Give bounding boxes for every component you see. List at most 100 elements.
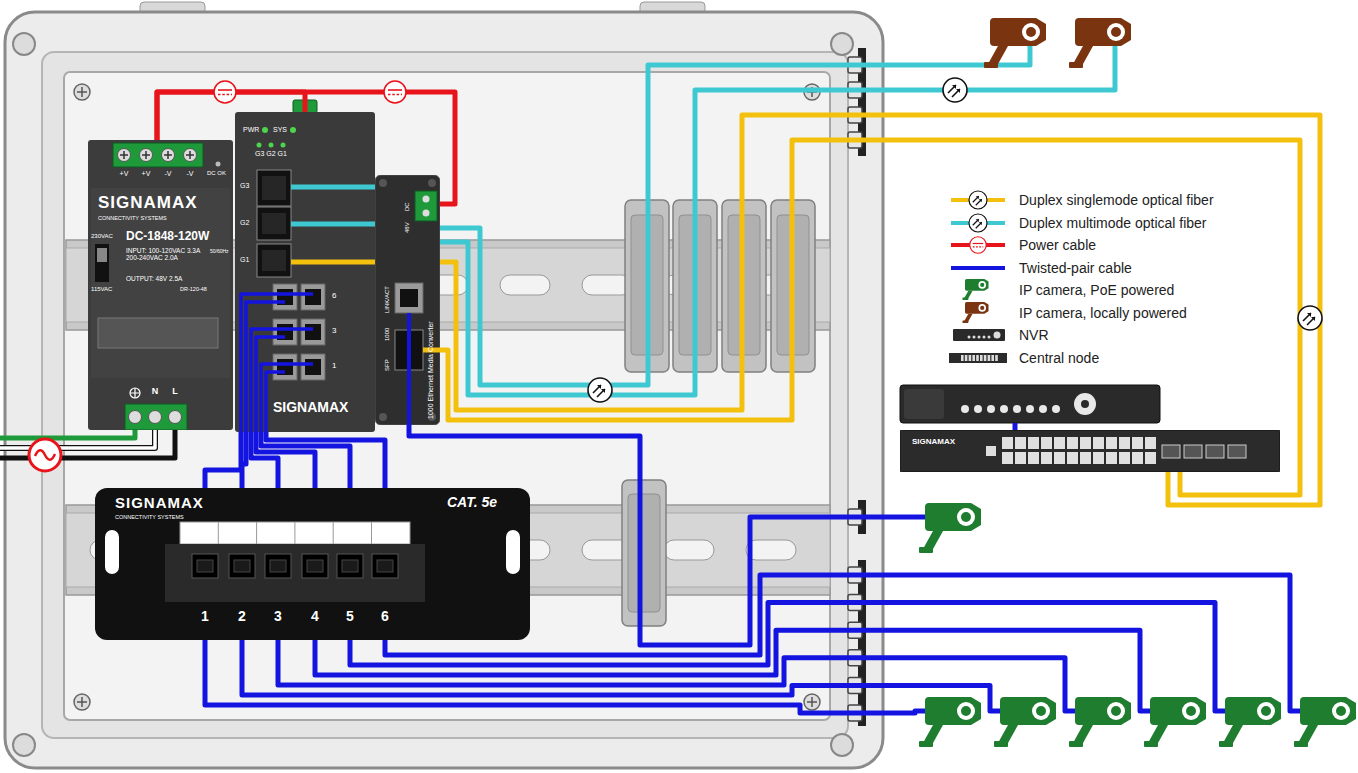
sfp-port [257, 207, 291, 240]
nvr-button [1013, 405, 1021, 413]
camera-body [965, 302, 989, 314]
camera-lens [1107, 702, 1125, 720]
ip-camera [919, 503, 981, 553]
brand-logo: SIGNAMAX [98, 194, 198, 213]
sfp-port [257, 170, 291, 206]
camera-mount [962, 298, 968, 301]
legend-port [965, 355, 968, 361]
terminal-screw [129, 411, 142, 424]
singlemode-fiber [440, 140, 1300, 495]
power-symbol-line [388, 89, 402, 91]
terminal-label: L [172, 387, 178, 397]
device-name: 1000 Ethernet Media Converter [427, 321, 435, 419]
brand-logo: SIGNAMAX [912, 438, 955, 447]
camera-mount [1294, 741, 1308, 747]
camera-mount [1069, 62, 1083, 68]
legend-text: Central node [1019, 350, 1099, 366]
converter-screw [379, 413, 387, 421]
camera-body [965, 279, 989, 291]
port-label: G3 [240, 182, 249, 190]
sfp-slot [1228, 445, 1246, 458]
legend-row: IP camera, locally powered [945, 302, 1214, 325]
enclosure-screw [831, 33, 853, 55]
converter-screw [379, 179, 387, 187]
legend-port [961, 355, 964, 361]
camera-body [1150, 697, 1206, 725]
rj45-port [301, 319, 325, 345]
dc-terminal [415, 191, 437, 221]
singlemode-fiber [291, 260, 375, 265]
rj45-jack [337, 554, 363, 578]
ip-camera [919, 697, 981, 747]
screw-cross [77, 697, 87, 707]
ethernet-port [1080, 437, 1091, 449]
ethernet-port [1119, 452, 1130, 464]
legend-text: NVR [1019, 327, 1049, 343]
label-divider [256, 522, 257, 544]
fiber-symbol-heads [976, 219, 982, 225]
terminal-label: DC [404, 202, 411, 211]
rj45-socket [305, 289, 321, 305]
rj45-port [273, 284, 297, 310]
multimode-fiber [291, 222, 375, 227]
camera-body [925, 697, 981, 725]
jack-number: 3 [274, 609, 282, 624]
camera-body [1225, 697, 1281, 725]
rj45-port [273, 319, 297, 345]
fiber-symbol-ring [943, 78, 967, 102]
screw-cross [142, 151, 150, 159]
brand-subtitle: CONNECTIVITY SYSTEMS [98, 215, 167, 221]
camera-lens [1107, 23, 1125, 41]
fiber-symbol-arrows [593, 385, 605, 397]
legend-port [972, 355, 975, 361]
plate-screw [804, 694, 820, 710]
ethernet-port [1054, 437, 1065, 449]
mounting-slot [105, 530, 119, 574]
nvr-button [961, 405, 969, 413]
camera-lens [978, 304, 986, 312]
nvr-button [974, 405, 982, 413]
nvr-button [1039, 405, 1047, 413]
fiber-symbol-arrows [1303, 313, 1315, 325]
legend-port [995, 355, 998, 361]
power-symbol-ring [214, 81, 236, 103]
earth-symbol-cross [130, 388, 140, 398]
led [257, 143, 262, 148]
ethernet-port [1015, 452, 1026, 464]
rj45-port [301, 354, 325, 380]
twisted-pair-cable [315, 630, 1150, 711]
brand-logo: SIGNAMAX [273, 400, 348, 415]
camera-body [1000, 697, 1056, 725]
camera-lens-inner [961, 512, 971, 522]
converter-body [375, 175, 440, 425]
category-label: CAT. 5e [447, 495, 497, 510]
twisted-pair-cable [205, 432, 241, 488]
nvr-button [1000, 405, 1008, 413]
rj45-port [301, 284, 325, 310]
label-divider [333, 522, 334, 544]
rj45-port [395, 283, 423, 313]
ethernet-port [1106, 437, 1117, 449]
nvr-dial [1074, 393, 1096, 415]
voltage-switch [95, 244, 109, 282]
singlemode-fiber [375, 115, 1320, 505]
twisted-pair-cable [266, 432, 385, 488]
legend-nvr-button [968, 336, 971, 339]
ethernet-port [1145, 452, 1156, 464]
din-rail-slot [664, 540, 714, 560]
rj45-jack [229, 554, 255, 578]
switch-body [235, 112, 375, 432]
mains-symbol [29, 439, 61, 471]
legend-sample [945, 302, 1011, 324]
legend-row: Central node [945, 347, 1214, 370]
led-label: PWR [243, 126, 259, 134]
nvr-button [987, 405, 995, 413]
enclosure-screw [13, 734, 35, 756]
rj45-jack [192, 554, 218, 578]
rj45-socket [305, 324, 321, 340]
power-symbol [384, 81, 406, 103]
legend-sample [945, 324, 1011, 346]
earth-symbol [130, 388, 140, 398]
switch-label: 230VAC [91, 233, 113, 240]
sfp-port [257, 244, 291, 277]
